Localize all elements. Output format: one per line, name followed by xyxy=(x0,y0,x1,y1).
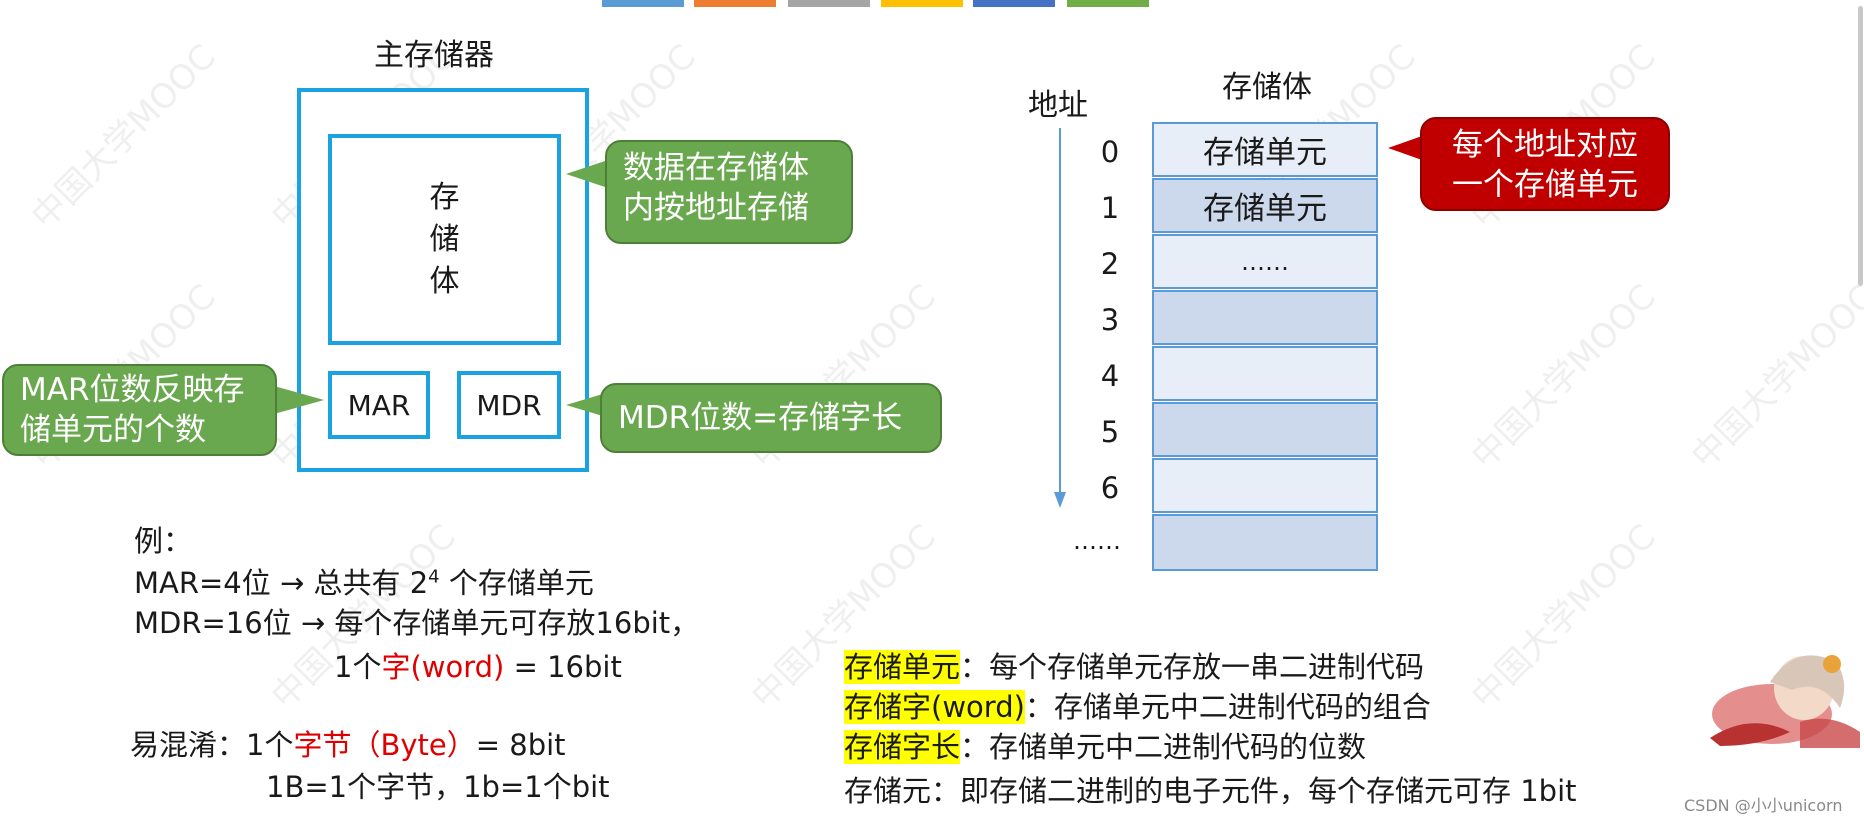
callout-pointer xyxy=(566,393,606,417)
address-label: 0 xyxy=(1100,135,1120,169)
address-label: 6 xyxy=(1100,471,1120,505)
top-tab-3 xyxy=(788,0,870,7)
example-word-post: = 16bit xyxy=(504,650,622,684)
address-label: 3 xyxy=(1100,303,1120,337)
confusion-term: 字节（Byte） xyxy=(293,728,476,762)
callout-storage-line2: 内按地址存储 xyxy=(623,190,809,226)
address-label: …… xyxy=(1073,527,1121,555)
storage-cell: 存储单元 xyxy=(1152,122,1378,177)
address-direction-arrow xyxy=(1054,128,1066,508)
storage-cell xyxy=(1152,346,1378,401)
storage-body-header: 存储体 xyxy=(1222,70,1312,105)
storage-cell xyxy=(1152,514,1378,571)
example-line-mdr: MDR=16位 → 每个存储单元可存放16bit， xyxy=(134,606,700,640)
storage-body-char: 存 xyxy=(429,179,460,215)
callout-address-mapping: 每个地址对应 一个存储单元 xyxy=(1420,117,1670,211)
example-mar-text-end: 个存储单元 xyxy=(439,566,594,600)
storage-cell: 存储单元 xyxy=(1152,178,1378,233)
callout-address-line1: 每个地址对应 xyxy=(1452,127,1638,163)
callout-mdr: MDR位数=存储字长 xyxy=(600,383,942,453)
example-line-mar: MAR=4位 → 总共有 24 个存储单元 xyxy=(134,560,594,602)
callout-mar-line2: 储单元的个数 xyxy=(20,412,206,448)
callout-storage-body: 数据在存储体 内按地址存储 xyxy=(605,140,853,244)
main-memory-title: 主存储器 xyxy=(374,38,494,73)
address-header: 地址 xyxy=(1028,88,1088,123)
callout-pointer xyxy=(274,386,324,414)
definition-row: 存储字长：存储单元中二进制代码的位数 xyxy=(844,724,1366,766)
address-label: 4 xyxy=(1100,359,1120,393)
top-tab-4 xyxy=(881,0,963,7)
example-heading: 例： xyxy=(134,524,193,558)
mdr-register: MDR xyxy=(457,371,561,439)
top-tab-1 xyxy=(602,0,684,7)
definition-row: 存储单元：每个存储单元存放一串二进制代码 xyxy=(844,644,1424,686)
confusion-line: 易混淆：1个字节（Byte）= 8bit xyxy=(130,722,566,764)
storage-body-char: 体 xyxy=(429,263,460,299)
confusion-pre: 易混淆：1个 xyxy=(130,728,294,762)
confusion-line-2: 1B=1个字节，1b=1个bit xyxy=(266,770,610,804)
example-word-term: 字(word) xyxy=(381,650,505,684)
definition-term: 存储字(word) xyxy=(844,690,1025,724)
callout-pointer xyxy=(566,160,608,188)
storage-cell: …… xyxy=(1152,234,1378,289)
csdn-watermark: CSDN @小小unicorn xyxy=(1684,796,1843,815)
address-label: 5 xyxy=(1100,415,1120,449)
storage-cell xyxy=(1152,402,1378,457)
storage-body-box: 存 储 体 xyxy=(328,134,561,345)
definition-row: 存储元：即存储二进制的电子元件，每个存储元可存 1bit xyxy=(844,768,1577,810)
example-line-word: 1个字(word) = 16bit xyxy=(334,644,622,686)
callout-storage-line1: 数据在存储体 xyxy=(623,150,809,186)
address-label: 2 xyxy=(1100,247,1120,281)
definition-desc: ：即存储二进制的电子元件，每个存储元可存 1bit xyxy=(931,774,1577,808)
definition-term: 存储单元 xyxy=(844,650,961,684)
example-mar-text: MAR=4位 → 总共有 2 xyxy=(134,566,429,600)
character-illustration xyxy=(1710,655,1860,748)
mar-register: MAR xyxy=(328,371,430,439)
storage-cell xyxy=(1152,290,1378,345)
top-tab-5 xyxy=(973,0,1055,7)
top-tab-6 xyxy=(1067,0,1149,7)
definition-term: 存储字长 xyxy=(844,730,961,764)
definition-row: 存储字(word)：存储单元中二进制代码的组合 xyxy=(844,684,1431,726)
storage-body-char: 储 xyxy=(429,221,460,257)
storage-cell xyxy=(1152,458,1378,513)
callout-address-line2: 一个存储单元 xyxy=(1452,167,1638,203)
address-label: 1 xyxy=(1100,191,1120,225)
callout-mar-line1: MAR位数反映存 xyxy=(20,372,245,408)
top-tab-2 xyxy=(694,0,776,7)
definition-term: 存储元 xyxy=(844,774,932,808)
confusion-post: = 8bit xyxy=(475,728,566,762)
callout-mar: MAR位数反映存 储单元的个数 xyxy=(2,364,277,456)
example-word-pre: 1个 xyxy=(334,650,382,684)
example-mar-exponent: 4 xyxy=(428,566,440,588)
scrollbar-thumb[interactable] xyxy=(1858,6,1863,286)
definition-desc: ：存储单元中二进制代码的组合 xyxy=(1024,690,1431,724)
definition-desc: ：每个存储单元存放一串二进制代码 xyxy=(960,650,1425,684)
mdr-label: MDR xyxy=(476,388,542,422)
definition-desc: ：存储单元中二进制代码的位数 xyxy=(960,730,1367,764)
callout-pointer xyxy=(1388,136,1422,160)
callout-mdr-text: MDR位数=存储字长 xyxy=(618,400,903,436)
mar-label: MAR xyxy=(347,388,411,422)
